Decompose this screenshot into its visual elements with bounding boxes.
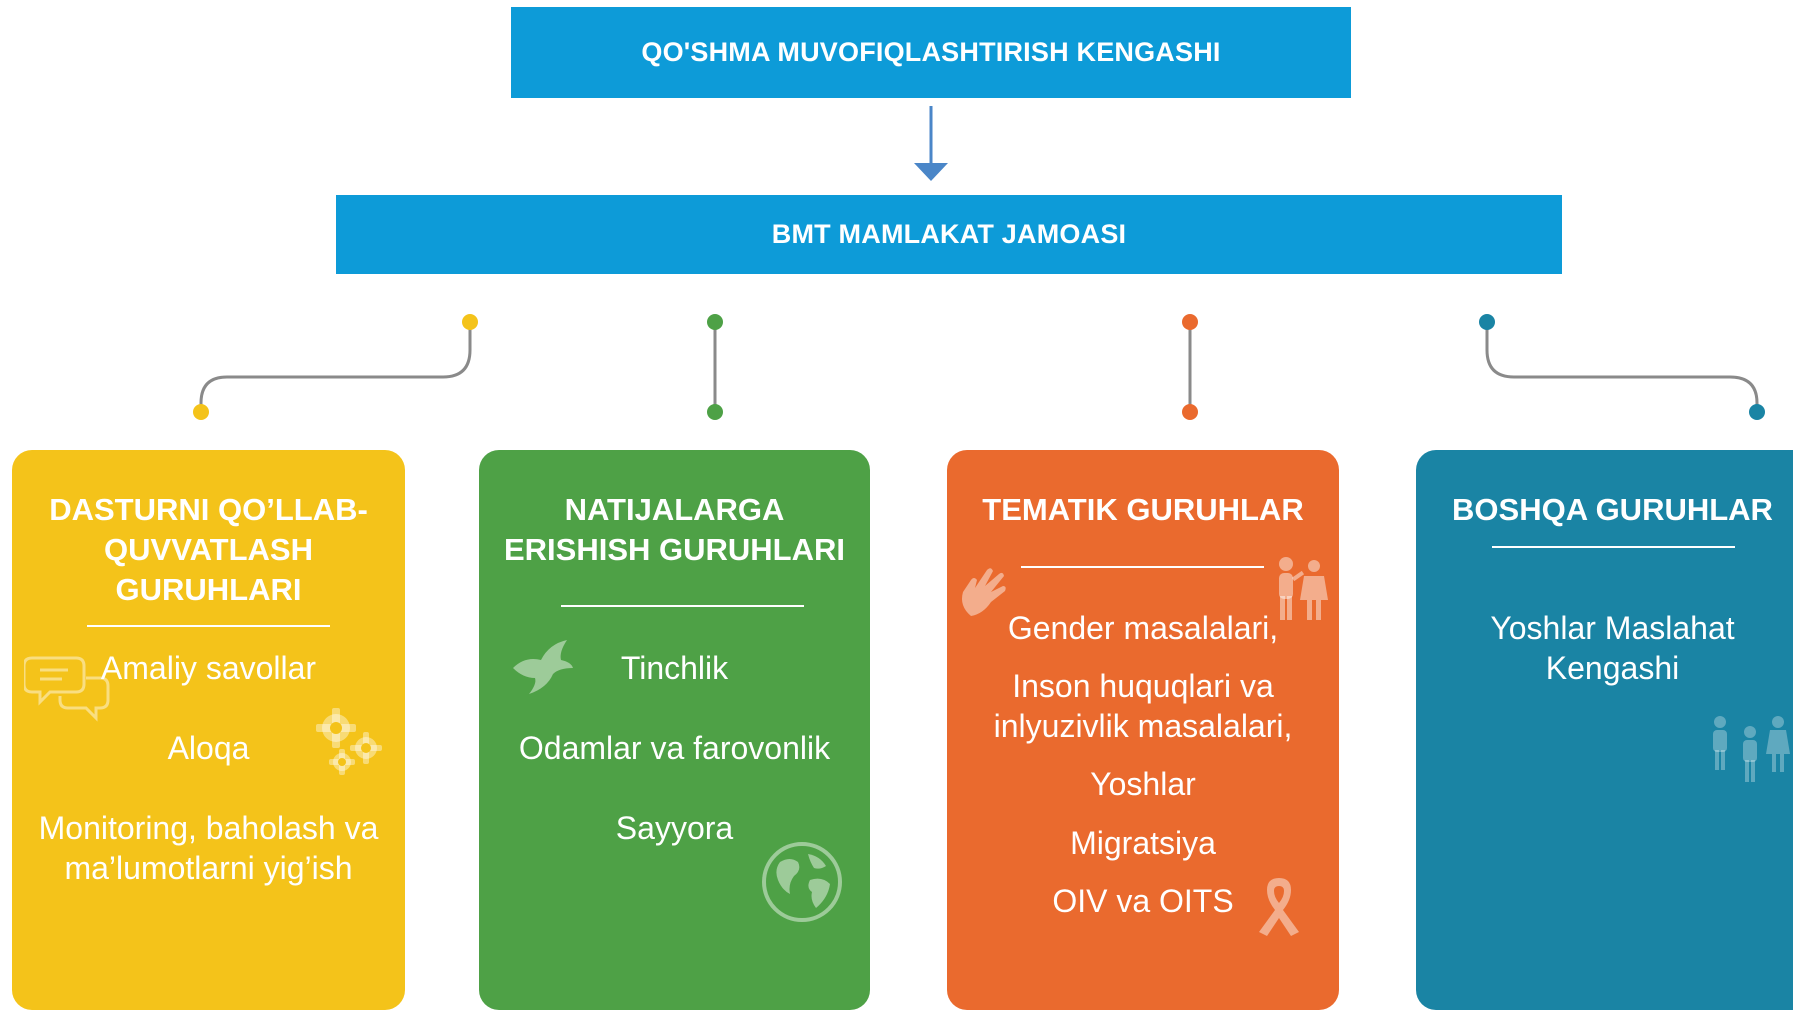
connector-lines [193, 106, 1765, 420]
card-thematic-groups: TEMATIK GURUHLAR Gender masalalari, Inso… [947, 450, 1339, 1010]
group-item: Inson huquqlari va inlyuzivlik masalalar… [993, 668, 1293, 744]
connector-dot-green-top [707, 314, 723, 330]
group-item: Gender masalalari, [1007, 610, 1279, 646]
group-item: Aloqa [167, 730, 250, 766]
connector-dot-yellow-bottom [193, 404, 209, 420]
globe-icon [762, 842, 842, 922]
card-results-groups: NATIJALARGA ERISHISH GURUHLARI Tinchlik … [479, 450, 870, 1010]
card-other-groups: BOSHQA GURUHLAR Yoshlar Maslahat Kengash… [1416, 450, 1793, 1010]
family-icon [1279, 557, 1328, 620]
card-divider [1492, 546, 1735, 548]
connector-dot-green-bottom [707, 404, 723, 420]
group-item: Monitoring, baholash va ma’lumotlarni yi… [38, 810, 379, 886]
chat-bubbles-icon [24, 656, 110, 722]
country-team-box: BMT MAMLAKAT JAMOASI [336, 195, 1562, 274]
card-title: NATIJALARGA ERISHISH GURUHLARI [503, 492, 845, 567]
card-divider [87, 625, 330, 627]
council-box: QO'SHMA MUVOFIQLASHTIRISH KENGASHI [511, 7, 1351, 98]
group-item: OIV va OITS [1052, 883, 1234, 919]
hand-icon [962, 568, 1006, 616]
group-item: Amaliy savollar [100, 650, 317, 686]
people-icon [1713, 716, 1790, 782]
connector-dot-teal-top [1479, 314, 1495, 330]
group-item: Yoshlar Maslahat Kengashi [1490, 610, 1735, 686]
card-title: BOSHQA GURUHLAR [1452, 492, 1773, 527]
connector-dot-teal-bottom [1749, 404, 1765, 420]
group-item: Migratsiya [1070, 825, 1216, 861]
country-team-title: BMT MAMLAKAT JAMOASI [771, 219, 1127, 249]
group-item: Tinchlik [620, 650, 729, 686]
council-title: QO'SHMA MUVOFIQLASHTIRISH KENGASHI [641, 37, 1221, 67]
card-divider [1021, 566, 1264, 568]
group-item: Sayyora [615, 810, 734, 846]
group-item: Odamlar va farovonlik [518, 730, 831, 766]
card-divider [561, 605, 804, 607]
ribbon-icon [1259, 878, 1299, 936]
card-title: DASTURNI QO’LLAB- QUVVATLASH GURUHLARI [49, 492, 368, 607]
group-item: Yoshlar [1090, 766, 1196, 802]
card-title: TEMATIK GURUHLAR [982, 492, 1304, 527]
card-program-support: DASTURNI QO’LLAB- QUVVATLASH GURUHLARI A… [12, 450, 405, 1010]
gears-icon [316, 708, 382, 775]
dove-icon [513, 640, 573, 694]
connector-dot-orange-top [1182, 314, 1198, 330]
connector-dot-orange-bottom [1182, 404, 1198, 420]
down-arrow-head [914, 163, 948, 181]
connector-teal [1485, 322, 1759, 412]
connector-yellow [199, 322, 472, 412]
connector-dot-yellow-top [462, 314, 478, 330]
